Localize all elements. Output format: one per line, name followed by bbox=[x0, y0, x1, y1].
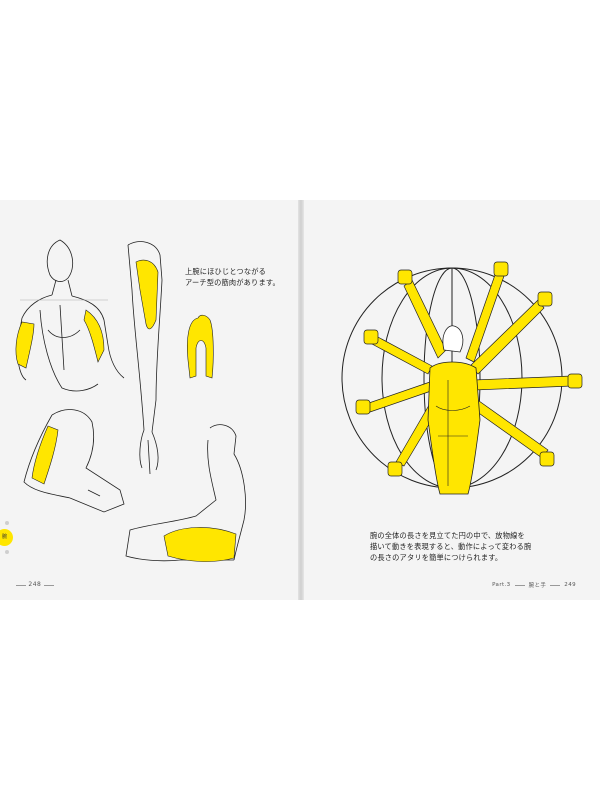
bent-arm-highlight bbox=[31, 425, 59, 485]
side-arm-highlight bbox=[135, 259, 159, 330]
tab-dot bbox=[5, 521, 9, 525]
book-spread: 上腕にほひじとつながる アーチ型の筋肉があります。 248 腕 腕の全体の長さを… bbox=[0, 200, 600, 600]
footer-dash bbox=[514, 584, 525, 586]
tab-label: 腕 bbox=[0, 529, 13, 546]
right-page-illustrations bbox=[341, 261, 583, 495]
left-page-illustrations bbox=[15, 239, 246, 562]
side-arm-sketch bbox=[127, 241, 163, 475]
central-figure bbox=[427, 325, 481, 495]
left-page-number: 248 bbox=[16, 581, 54, 588]
right-caption: 腕の全体の長さを見立てた円の中で、放物線を 描いて動きを表現すると、動作によって… bbox=[370, 531, 532, 562]
radiating-arms bbox=[365, 271, 573, 467]
page-number-dash bbox=[16, 585, 26, 586]
arch-muscle-shape bbox=[187, 314, 214, 379]
flexed-arm-highlight bbox=[163, 527, 237, 562]
right-page-footer: Part.3 腕と手 249 bbox=[492, 581, 576, 589]
part-label: Part.3 bbox=[492, 582, 511, 588]
back-view-shoulder-left bbox=[15, 321, 35, 369]
tab-dot bbox=[5, 550, 9, 554]
fist-marks bbox=[355, 261, 583, 477]
right-page-number: 249 bbox=[564, 582, 576, 588]
back-view-shoulder-right bbox=[83, 309, 105, 363]
chapter-label: 腕と手 bbox=[528, 583, 547, 589]
bent-arm-sketch bbox=[23, 409, 125, 513]
left-caption: 上腕にほひじとつながる アーチ型の筋肉があります。 bbox=[185, 267, 280, 287]
left-page-number-text: 248 bbox=[28, 581, 42, 588]
book-gutter bbox=[298, 200, 304, 600]
page-number-dash bbox=[43, 585, 54, 586]
footer-dash bbox=[550, 584, 561, 586]
back-view-sketch bbox=[17, 239, 125, 392]
